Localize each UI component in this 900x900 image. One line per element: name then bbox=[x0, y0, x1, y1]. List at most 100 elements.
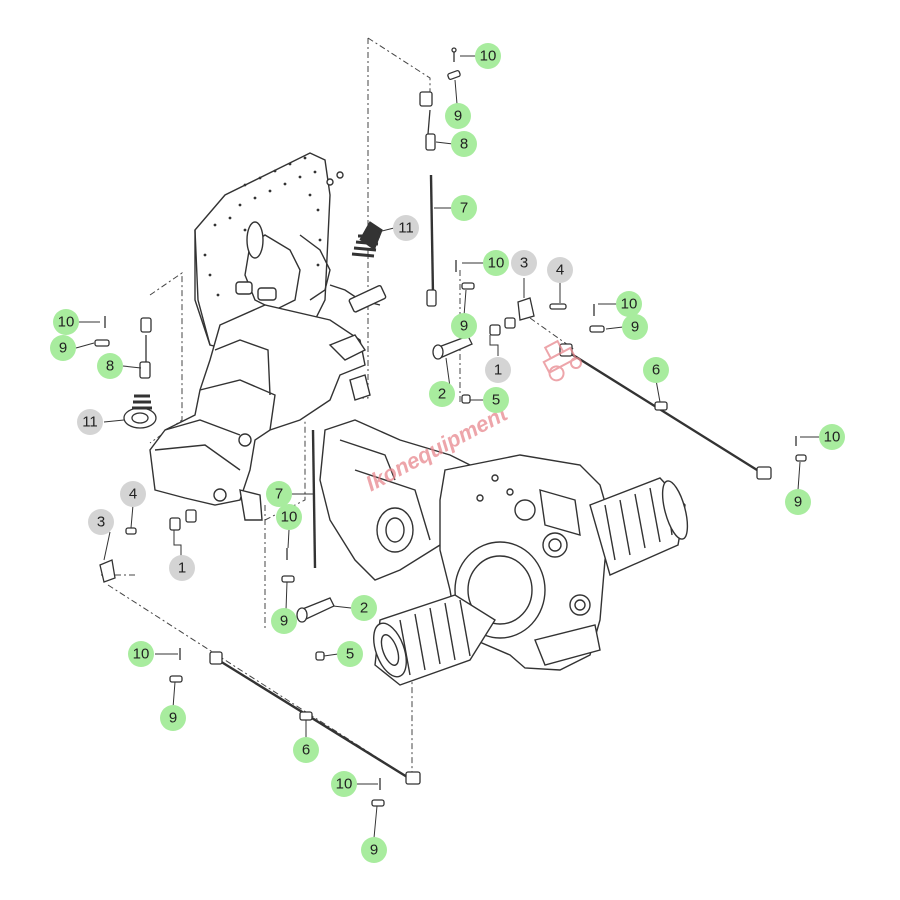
callout-bubble bbox=[451, 195, 477, 221]
callout-bubble bbox=[276, 504, 302, 530]
linkage-parts bbox=[94, 47, 807, 807]
callout-label: 10 bbox=[336, 776, 353, 793]
callout-label: 5 bbox=[346, 646, 354, 663]
callout-label: 9 bbox=[454, 108, 462, 125]
callout-bubble bbox=[483, 387, 509, 413]
callout-bubble bbox=[511, 250, 537, 276]
callout-label: 11 bbox=[398, 220, 414, 237]
callout-label: 1 bbox=[178, 560, 186, 577]
callout-label: 9 bbox=[460, 318, 468, 335]
callout-label: 10 bbox=[480, 48, 497, 65]
leader-lines bbox=[75, 55, 820, 839]
callout-bubble bbox=[331, 771, 357, 797]
callout-bubble bbox=[97, 353, 123, 379]
callout-9: 9 bbox=[160, 705, 186, 731]
callout-label: 2 bbox=[438, 386, 446, 403]
callout-5: 5 bbox=[337, 641, 363, 667]
callout-bubble bbox=[53, 309, 79, 335]
callout-bubble bbox=[293, 737, 319, 763]
callout-8: 8 bbox=[97, 353, 123, 379]
callout-bubble bbox=[160, 705, 186, 731]
callout-6: 6 bbox=[293, 737, 319, 763]
callout-bubble bbox=[271, 608, 297, 634]
callout-label: 9 bbox=[169, 710, 177, 727]
callout-bubble bbox=[393, 215, 419, 241]
callout-bubble bbox=[88, 509, 114, 535]
callout-bubble bbox=[445, 103, 471, 129]
callout-7: 7 bbox=[451, 195, 477, 221]
callout-10: 10 bbox=[128, 641, 154, 667]
callout-bubble bbox=[622, 314, 648, 340]
callout-bubble bbox=[169, 555, 195, 581]
callout-10: 10 bbox=[475, 43, 501, 69]
callout-10: 10 bbox=[276, 504, 302, 530]
callout-9: 9 bbox=[622, 314, 648, 340]
callout-4: 4 bbox=[547, 257, 573, 283]
callout-3: 3 bbox=[511, 250, 537, 276]
callout-label: 7 bbox=[275, 486, 283, 503]
callout-label: 9 bbox=[280, 613, 288, 630]
callout-bubble bbox=[485, 357, 511, 383]
callout-10: 10 bbox=[819, 424, 845, 450]
callout-bubble bbox=[451, 131, 477, 157]
callout-bubble bbox=[547, 257, 573, 283]
callout-label: 10 bbox=[824, 429, 841, 446]
callout-11: 11 bbox=[77, 409, 103, 435]
callout-10: 10 bbox=[53, 309, 79, 335]
callout-7: 7 bbox=[266, 481, 292, 507]
callout-bubble bbox=[120, 481, 146, 507]
transmission-housing bbox=[319, 419, 689, 686]
callout-3: 3 bbox=[88, 509, 114, 535]
callout-label: 8 bbox=[106, 358, 114, 375]
callout-label: 8 bbox=[460, 136, 468, 153]
callout-bubble bbox=[819, 424, 845, 450]
callout-label: 11 bbox=[82, 414, 98, 431]
callout-9: 9 bbox=[271, 608, 297, 634]
callout-bubble bbox=[266, 481, 292, 507]
callout-8: 8 bbox=[451, 131, 477, 157]
callout-label: 10 bbox=[281, 509, 298, 526]
callout-bubble bbox=[361, 837, 387, 863]
callout-9: 9 bbox=[50, 335, 76, 361]
callout-bubble bbox=[429, 381, 455, 407]
callout-label: 9 bbox=[631, 319, 639, 336]
callout-2: 2 bbox=[429, 381, 455, 407]
callout-5: 5 bbox=[483, 387, 509, 413]
callout-bubble bbox=[616, 291, 642, 317]
callout-bubble bbox=[475, 43, 501, 69]
callout-1: 1 bbox=[169, 555, 195, 581]
callout-label: 1 bbox=[494, 362, 502, 379]
dash-panel bbox=[194, 152, 387, 356]
callout-bubble bbox=[785, 489, 811, 515]
callout-label: 6 bbox=[302, 742, 310, 759]
upper-spring bbox=[351, 221, 383, 258]
callout-10: 10 bbox=[331, 771, 357, 797]
callout-9: 9 bbox=[445, 103, 471, 129]
callout-label: 4 bbox=[556, 262, 564, 279]
tractor-icon bbox=[542, 339, 582, 382]
callout-1: 1 bbox=[485, 357, 511, 383]
callout-label: 2 bbox=[360, 600, 368, 617]
callout-label: 3 bbox=[520, 255, 528, 272]
callout-bubble bbox=[77, 409, 103, 435]
callout-bubble bbox=[128, 641, 154, 667]
callout-label: 3 bbox=[97, 514, 105, 531]
lower-spring bbox=[123, 394, 157, 429]
callout-9: 9 bbox=[785, 489, 811, 515]
front-frame bbox=[149, 304, 371, 521]
callout-label: 5 bbox=[492, 392, 500, 409]
callout-label: 10 bbox=[133, 646, 150, 663]
callout-bubble bbox=[337, 641, 363, 667]
callout-label: 9 bbox=[370, 842, 378, 859]
callout-label: 10 bbox=[488, 255, 505, 272]
callout-10: 10 bbox=[616, 291, 642, 317]
callout-label: 10 bbox=[58, 314, 75, 331]
callout-label: 10 bbox=[621, 296, 638, 313]
callout-4: 4 bbox=[120, 481, 146, 507]
callout-11: 11 bbox=[393, 215, 419, 241]
callout-label: 9 bbox=[59, 340, 67, 357]
callout-9: 9 bbox=[361, 837, 387, 863]
callout-6: 6 bbox=[643, 357, 669, 383]
callout-bubble bbox=[643, 357, 669, 383]
